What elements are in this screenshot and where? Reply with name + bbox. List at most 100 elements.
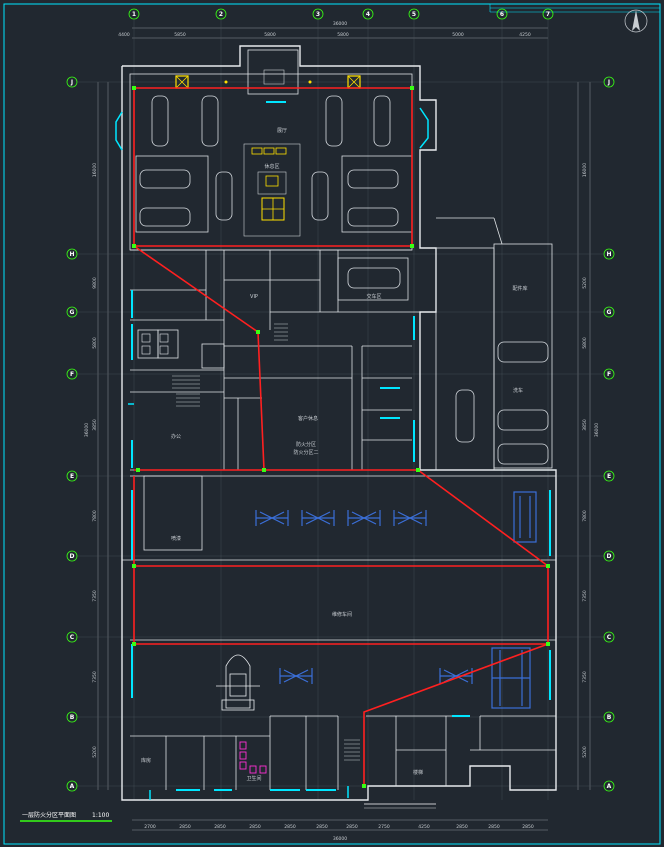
fire-partition-boundary <box>133 87 549 786</box>
dim-left-0: 16000 <box>92 163 98 177</box>
axis-bubble-1: 1 <box>128 8 140 20</box>
svg-text:G: G <box>70 309 75 316</box>
drawing-frame <box>3 3 661 845</box>
dim-right-0: 16000 <box>582 163 588 177</box>
dim-top-1: 5850 <box>174 32 186 38</box>
svg-text:1: 1 <box>132 11 136 18</box>
dim-top-0: 4400 <box>118 32 130 38</box>
room-label-parts: 配件库 <box>512 285 527 292</box>
svg-text:E: E <box>607 473 611 480</box>
room-label-toilet: 卫生间 <box>246 775 261 782</box>
lounge-furniture <box>243 69 301 237</box>
dim-overall-left: 36000 <box>84 423 90 437</box>
axis-bubble-4: 4 <box>362 8 374 20</box>
dim-bottom-3: 2850 <box>249 824 261 830</box>
svg-text:H: H <box>69 251 74 258</box>
svg-text:D: D <box>607 553 612 560</box>
dim-bottom-4: 2850 <box>284 824 296 830</box>
room-label-customer: 客户休息 <box>298 415 318 422</box>
svg-text:E: E <box>70 473 74 480</box>
room-label-delivery: 交车区 <box>366 293 381 300</box>
dim-bottom-6: 2850 <box>346 824 358 830</box>
dim-left-4: 7800 <box>92 510 98 522</box>
north-arrow-icon <box>624 9 648 33</box>
svg-text:6: 6 <box>500 11 504 18</box>
showroom-car-icons <box>135 95 549 465</box>
dim-overall-top: 36000 <box>333 21 347 27</box>
vehicle-lift-icons <box>255 491 537 709</box>
dim-right-2: 5800 <box>582 337 588 349</box>
svg-text:H: H <box>606 251 611 258</box>
dim-top-4: 5000 <box>452 32 464 38</box>
glazing-lines <box>131 101 551 791</box>
svg-text:4: 4 <box>366 11 370 18</box>
dim-bottom-11: 2850 <box>522 824 534 830</box>
building-outline <box>121 45 557 801</box>
room-label-showroom: 展厅 <box>277 128 287 134</box>
entrance-door-icons <box>115 107 429 800</box>
dimension-texts: 36000 5850 5800 5800 5000 4250 4400 3600… <box>84 21 600 842</box>
room-label-spray: 喷漆 <box>171 535 181 542</box>
dim-left-2: 5800 <box>92 337 98 349</box>
toilet-fixture-icons <box>239 741 267 774</box>
room-label-workshop: 维修车间 <box>332 611 352 618</box>
room-label-office: 办公 <box>171 433 181 440</box>
axis-bubble-2: 2 <box>215 8 227 20</box>
toilet-stall-icons <box>141 333 169 355</box>
dim-left-5: 7350 <box>92 590 98 602</box>
svg-text:2: 2 <box>219 11 223 18</box>
svg-text:F: F <box>607 371 611 378</box>
axis-bubble-3: 3 <box>312 8 324 20</box>
dim-left-3: 3850 <box>92 419 98 431</box>
dimension-lines <box>97 27 591 831</box>
spray-booth-icon <box>216 654 260 711</box>
dim-bottom-10: 2850 <box>488 824 500 830</box>
room-label-wash: 洗车 <box>513 387 523 394</box>
room-label-storage: 库房 <box>141 757 151 764</box>
room-labels: 展厅 休息区 VIP 交车区 配件库 洗车 办公 客户休息 维修车间 喷漆 库房… <box>141 128 528 782</box>
svg-text:B: B <box>70 714 75 721</box>
dim-bottom-7: 2750 <box>378 824 390 830</box>
svg-text:J: J <box>70 79 73 86</box>
room-label-vip: VIP <box>250 294 258 300</box>
note-fire-partition-2: 防火分区二 <box>293 449 318 456</box>
svg-text:F: F <box>70 371 74 378</box>
entrance-marker-icons <box>175 75 361 89</box>
dim-right-5: 7350 <box>582 590 588 602</box>
drawing-title-block: 一层防火分区平面图 1:100 <box>20 803 436 822</box>
dim-left-6: 7350 <box>92 671 98 683</box>
room-label-lounge: 休息区 <box>264 163 279 170</box>
dim-bottom-9: 2850 <box>456 824 468 830</box>
stair-icon <box>172 323 360 761</box>
column-axis-top: 1 2 3 4 5 6 7 <box>128 8 554 20</box>
drawing-title: 一层防火分区平面图 <box>22 811 76 819</box>
dim-bottom-1: 2850 <box>179 824 191 830</box>
dim-bottom-0: 2700 <box>144 824 156 830</box>
svg-text:B: B <box>607 714 612 721</box>
dim-right-7: 5200 <box>582 746 588 758</box>
svg-text:G: G <box>607 309 612 316</box>
dim-bottom-5: 2850 <box>316 824 328 830</box>
dim-right-6: 7350 <box>582 671 588 683</box>
svg-text:C: C <box>70 634 75 641</box>
dim-left-1: 9800 <box>92 277 98 289</box>
dim-overall-bottom: 36000 <box>333 836 347 842</box>
drawing-scale: 1:100 <box>92 812 109 819</box>
dim-top-2: 5800 <box>264 32 276 38</box>
note-fire-partition: 防火分区 <box>296 441 316 448</box>
svg-text:C: C <box>607 634 612 641</box>
room-label-stair: 楼梯 <box>413 769 423 776</box>
partition-marker-icons <box>132 86 550 788</box>
dim-overall-right: 36000 <box>594 423 600 437</box>
dim-right-3: 3850 <box>582 419 588 431</box>
dim-top-3: 5800 <box>337 32 349 38</box>
interior-walls <box>122 247 556 790</box>
dim-right-1: 5200 <box>582 277 588 289</box>
axis-bubble-5: 5 <box>408 8 420 20</box>
axis-bubble-6: 6 <box>496 8 508 20</box>
svg-text:5: 5 <box>412 11 416 18</box>
dim-right-4: 7800 <box>582 510 588 522</box>
dim-top-5: 4250 <box>519 32 531 38</box>
